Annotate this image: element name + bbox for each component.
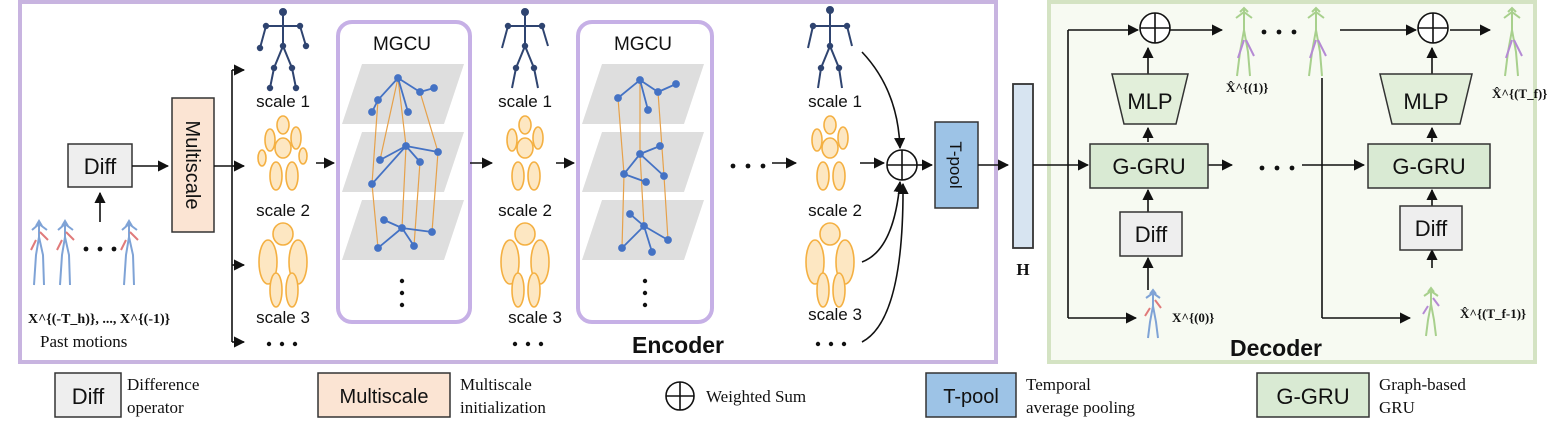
scale1-label: scale 1 (256, 92, 310, 111)
legend: Diff Difference operator Multiscale Mult… (54, 372, 1466, 418)
decoder-title: Decoder (1230, 335, 1322, 361)
scale1-skeleton-icon (256, 8, 310, 92)
legend-multiscale-box-label: Multiscale (340, 386, 429, 408)
weighted-sum-icon (1139, 12, 1171, 44)
xhat1-label: X̂^{(1)} (1226, 80, 1268, 95)
scale2-skeleton-icon (811, 115, 849, 191)
scale3-skeleton-icon (805, 222, 855, 308)
scale2-label: scale 2 (808, 201, 862, 220)
x0-label: X^{(0)} (1172, 310, 1214, 325)
legend-tpool-desc-2: average pooling (1026, 398, 1136, 417)
encoder-diff-label: Diff (84, 154, 117, 179)
scale1-label: scale 1 (498, 92, 552, 111)
tpool-label: T-pool (946, 141, 965, 188)
legend-multiscale-desc-1: Multiscale (460, 375, 532, 394)
ellipsis-icon (83, 246, 117, 252)
scale3-skeleton-icon (500, 222, 550, 308)
scale2-label: scale 2 (256, 201, 310, 220)
past-motion-skeleton-icon (56, 219, 75, 286)
decoder-diff2-label: Diff (1415, 216, 1448, 241)
ellipsis-icon (512, 341, 544, 347)
mlp2-label: MLP (1403, 89, 1448, 114)
legend-tpool-box (925, 372, 1017, 418)
mgcu1-box (336, 20, 472, 324)
legend-diff-desc-2: operator (127, 398, 184, 417)
vertical-ellipsis-icon (399, 278, 405, 308)
predicted-skeleton-icon (1235, 6, 1255, 77)
multiscale-box (171, 97, 215, 233)
mgcu2-graph-planes (582, 64, 704, 260)
weighted-sum-icon (1417, 12, 1449, 44)
ellipsis-icon (266, 341, 298, 347)
encoder-panel (18, 0, 998, 364)
input-skeleton-icon (1144, 288, 1162, 339)
scale1-label: scale 1 (808, 92, 862, 111)
h-vector-box (1012, 83, 1034, 249)
scale2-skeleton-icon (257, 115, 308, 191)
mlp2-box (1379, 73, 1473, 125)
mlp1-label: MLP (1127, 89, 1172, 114)
h-label: H (1016, 260, 1029, 279)
xhatTf1-label: X̂^{(T_f-1)} (1460, 306, 1526, 321)
legend-diff-box-label: Diff (72, 384, 105, 409)
predicted-skeleton-icon (1422, 286, 1440, 337)
decoder-connections (1033, 24, 1492, 324)
past-motions-label: Past motions (40, 332, 127, 351)
legend-multiscale-box (317, 372, 451, 418)
scale2-skeleton-icon (506, 115, 544, 191)
ellipsis-icon (1259, 165, 1295, 171)
legend-tpool-box-label: T-pool (943, 386, 999, 408)
multiscale-fanout (214, 64, 246, 348)
decoder-diff2-box (1399, 205, 1463, 251)
mgcu2-label: MGCU (614, 34, 672, 55)
multiscale-label: Multiscale (181, 121, 203, 210)
ellipsis-icon (1261, 29, 1297, 35)
scale3-label: scale 3 (256, 308, 310, 327)
scale3-label: scale 3 (508, 308, 562, 327)
legend-weighted-sum-desc: Weighted Sum (706, 387, 806, 406)
ellipsis-icon (815, 341, 847, 347)
mgcu1-label: MGCU (373, 34, 431, 55)
legend-ggru-desc-2: GRU (1379, 398, 1415, 417)
legend-ggru-box-label: G-GRU (1276, 384, 1349, 409)
mgcu2-box (576, 20, 714, 324)
legend-ggru-box (1256, 372, 1370, 418)
legend-ggru-desc-1: Graph-based (1379, 375, 1466, 394)
ellipsis-icon (730, 163, 766, 169)
ggru2-label: G-GRU (1392, 154, 1465, 179)
xhatTf-label: X̂^{(T_f)} (1492, 86, 1547, 101)
predicted-skeleton-icon (1503, 6, 1523, 77)
decoder-diff1-label: Diff (1135, 222, 1168, 247)
past-motion-formula: X^{(-T_h)}, ..., X^{(-1)} (28, 312, 171, 327)
scale-merge-curves (860, 51, 909, 343)
legend-multiscale-desc-2: initialization (460, 398, 546, 417)
mgcu1-graph-planes (342, 64, 464, 260)
past-motion-skeleton-icon (120, 219, 139, 286)
mlp1-box (1111, 73, 1189, 125)
weighted-sum-icon (886, 149, 918, 181)
ggru1-label: G-GRU (1112, 154, 1185, 179)
ggru1-box (1089, 143, 1209, 189)
past-motion-skeleton-icon (30, 219, 49, 286)
vertical-ellipsis-icon (642, 278, 648, 308)
legend-diff-desc-1: Difference (127, 375, 199, 394)
predicted-skeleton-icon (1307, 6, 1327, 77)
decoder-diff1-box (1119, 211, 1183, 257)
scale2-label: scale 2 (498, 201, 552, 220)
legend-diff-box (54, 372, 122, 418)
legend-weighted-sum-icon (665, 381, 695, 411)
legend-tpool-desc-1: Temporal (1026, 375, 1091, 394)
scale3-skeleton-icon (258, 222, 308, 308)
scale1-skeleton-icon (501, 8, 549, 89)
scale3-label: scale 3 (808, 305, 862, 324)
ggru2-box (1367, 143, 1491, 189)
scale1-skeleton-icon (807, 6, 853, 89)
tpool-box (934, 121, 979, 209)
encoder-title: Encoder (632, 332, 724, 358)
